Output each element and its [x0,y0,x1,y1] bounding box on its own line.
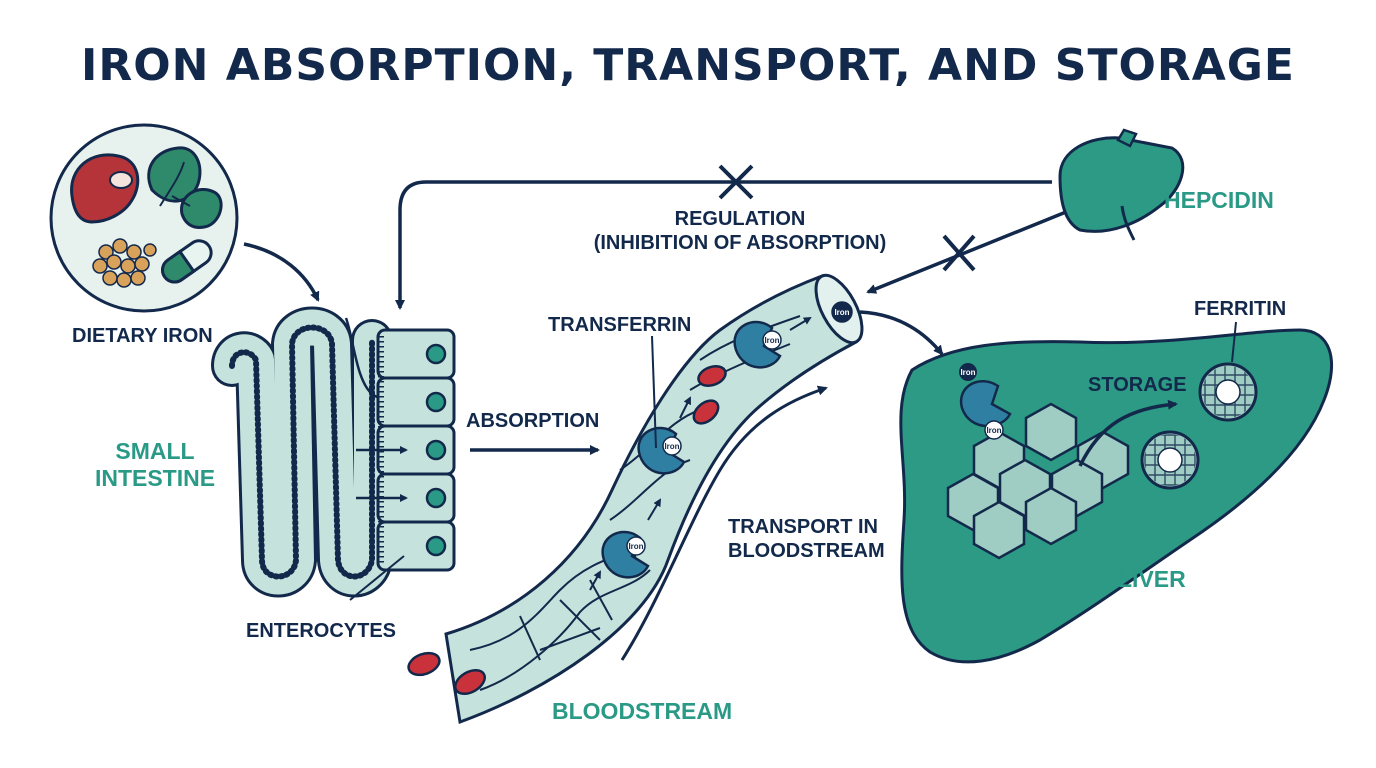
transport-label-line2: BLOODSTREAM [728,539,885,562]
transferrin-leader [651,335,657,449]
small-intestine-label-line1: SMALL [115,438,195,464]
hepcidin-inhibition-arrow [395,180,1052,310]
hepcidin-to-vessel-arrow [866,210,1067,294]
iron-tag-text: Iron [986,426,1001,435]
regulation-label-line1: REGULATION [674,208,806,230]
small-intestine-illustration [211,306,393,598]
enterocytes-leader [349,555,405,601]
iron-tag-text: Iron [960,368,975,377]
storage-arrow [1078,399,1178,467]
transport-arrows [589,316,812,591]
liver-iron-tag [984,420,1004,440]
regulation-label-line2: (INHIBITION OF ABSORPTION) [593,231,887,254]
regulation-label: REGULATION (INHIBITION OF ABSORPTION) [570,208,910,255]
bloodstream-label: BLOODSTREAM [552,698,733,724]
ferritin-leader [1231,321,1237,363]
hepcidin-liver-icon [1058,128,1185,241]
ferritin-cage-icon [1140,362,1258,490]
dietary-to-intestine-arrow [243,242,320,302]
storage-label: STORAGE [1088,374,1187,396]
enterocyte-uptake-arrows [356,446,408,502]
iron-tag-text: Iron [834,308,849,317]
absorption-label: ABSORPTION [466,410,600,432]
iron-tag-text: Iron [628,542,643,551]
iron-tag-text: Iron [764,336,779,345]
dietary-iron-plate-icon [49,123,239,313]
small-intestine-label-line2: INTESTINE [94,465,216,492]
inhibit-x-icon [718,164,754,200]
liver-iron-tag [959,363,977,381]
hepcidin-label: HEPCIDIN [1164,187,1274,213]
transferrin-in-liver [959,380,1012,428]
inhibit-x-icon [942,234,976,272]
dietary-iron-label: DIETARY IRON [72,325,213,347]
ferritin-label: FERRITIN [1194,298,1287,320]
iron-tag-text: Iron [664,442,679,451]
enterocytes-label: ENTEROCYTES [246,620,397,642]
iron-tags: Iron Iron Iron Iron [626,301,853,556]
page-title: IRON ABSORPTION, TRANSPORT, AND STORAGE [81,40,1295,91]
vessel-to-liver-arrow [859,310,944,356]
transport-label-line1: TRANSPORT IN [728,516,878,538]
small-intestine-label: SMALL INTESTINE [80,438,230,492]
liver-label: LIVER [1118,566,1186,592]
transport-label: TRANSPORT IN BLOODSTREAM [728,516,885,563]
transferrin-label: TRANSFERRIN [548,314,692,336]
